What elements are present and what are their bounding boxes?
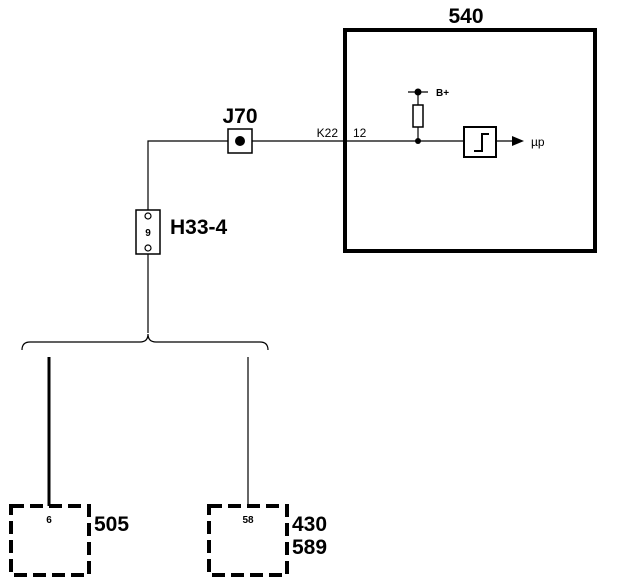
schmitt-symbol (474, 133, 489, 152)
pullup-resistor (412, 104, 424, 128)
output-arrow-icon (512, 136, 524, 146)
connector-pin-12: 12 (353, 126, 367, 140)
component-430-pin: 58 (242, 515, 254, 526)
component-589-label: 589 (292, 536, 327, 559)
harness-pin-9: 9 (145, 228, 151, 239)
schmitt-trigger (463, 126, 497, 158)
component-505-box (9, 504, 91, 577)
supply-label: B+ (436, 88, 449, 99)
junction-j70-label: J70 (222, 105, 257, 128)
supply-node (414, 88, 422, 96)
wire-main (147, 140, 418, 222)
junction-j70 (227, 128, 253, 154)
component-505-pin: 6 (46, 515, 52, 526)
harness-connector-label: H33-4 (170, 216, 228, 239)
module-540-label: 540 (448, 5, 483, 28)
brace (21, 333, 269, 351)
connector-k22-label: K22 (317, 126, 339, 140)
component-430-label: 430 (292, 513, 327, 536)
harness-connector-h33-4 (135, 209, 161, 255)
component-505-label: 505 (94, 513, 129, 536)
output-label: µp (531, 135, 545, 149)
component-430-box (207, 504, 289, 577)
